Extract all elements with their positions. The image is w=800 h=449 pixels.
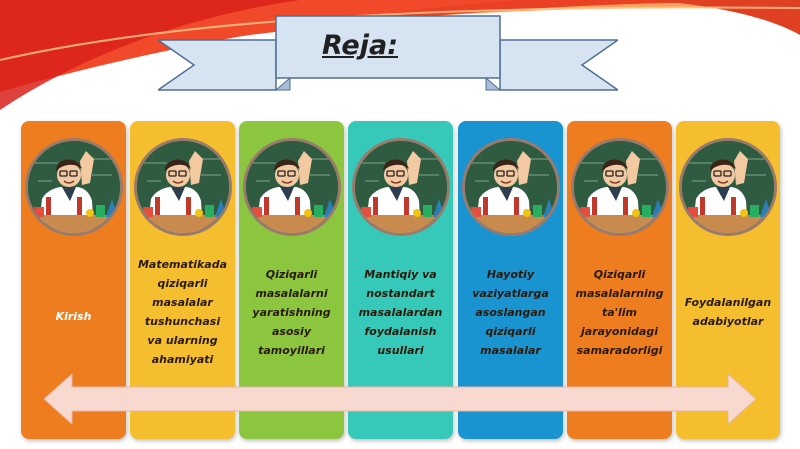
title-banner — [158, 15, 618, 91]
page-title: Reja: — [321, 30, 399, 61]
teacher-avatar-icon — [679, 138, 777, 236]
plan-card-1: Kirish — [21, 121, 126, 439]
plan-card-label: Kirish — [55, 310, 92, 323]
teacher-avatar-icon — [461, 138, 560, 236]
plan-card-7: Foydalanilgan adabiyotlar — [676, 121, 780, 439]
teacher-avatar-icon — [24, 138, 123, 236]
plan-card-6: Qiziqarli masalalarning ta'lim jarayonid… — [567, 121, 672, 439]
plan-card-3: Qiziqarli masalalarni yaratishning asosi… — [239, 121, 344, 439]
plan-card-label: Hayotiy vaziyatlarga asoslangan qiziqarl… — [472, 268, 549, 357]
teacher-avatar-icon — [570, 138, 669, 236]
teacher-avatar-icon — [351, 138, 450, 236]
plan-card-4: Mantiqiy va nostandart masalalardan foyd… — [348, 121, 453, 439]
double-arrow-icon — [44, 374, 756, 424]
plan-card-label: Mantiqiy va nostandart masalalardan foyd… — [358, 268, 443, 357]
plan-card-label: Matematikada qiziqarli masalalar tushunc… — [137, 258, 228, 366]
plan-card-label: Foydalanilgan adabiyotlar — [684, 296, 772, 328]
teacher-avatar-icon — [133, 138, 232, 236]
plan-card-label: Qiziqarli masalalarni yaratishning asosi… — [252, 268, 331, 357]
teacher-avatar-icon — [242, 138, 341, 236]
plan-card-5: Hayotiy vaziyatlarga asoslangan qiziqarl… — [458, 121, 563, 439]
plan-card-label: Qiziqarli masalalarning ta'lim jarayonid… — [575, 268, 664, 357]
plan-card-2: Matematikada qiziqarli masalalar tushunc… — [130, 121, 235, 439]
